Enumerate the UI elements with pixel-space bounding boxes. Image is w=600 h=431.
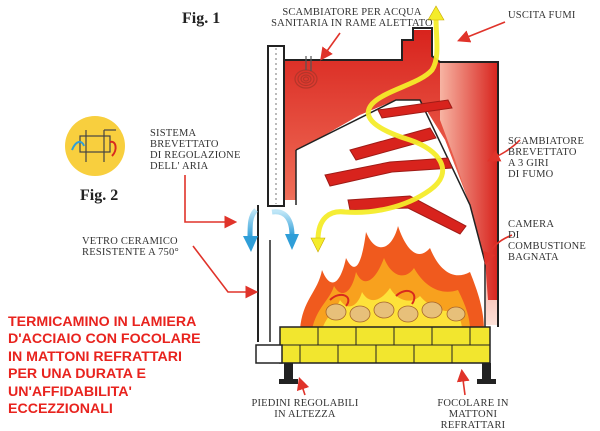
air-flow-arrows [243,208,299,252]
copper-coil [294,56,318,89]
label-patented-exchanger: SCAMBIATORE BREVETTATO A 3 GIRI DI FUMO [508,136,585,180]
label-adjustable-feet: PIEDINI REGOLABILI IN ALTEZZA [251,398,359,420]
smoke-flow-path [315,15,445,243]
air-regulation-emblem [65,116,125,176]
flow-down-arrow [310,237,326,253]
callout-arrows [184,21,521,396]
adjustable-feet [279,363,496,384]
label-brick-hearth: FOCOLARE IN MATTONI REFRATTARI [437,398,509,431]
product-claim: TERMICAMINO IN LAMIERA D'ACCIAIO CON FOC… [8,314,201,418]
label-water-exchanger: SCAMBIATORE PER ACQUA SANITARIA IN RAME … [271,7,433,29]
figure-1-title: Fig. 1 [182,10,221,27]
smoke-baffles [324,99,467,235]
label-ceramic-glass: VETRO CERAMICO RESISTENTE A 750° [82,236,179,258]
fire [300,226,484,330]
label-smoke-exit: USCITA FUMI [508,10,576,21]
label-air-system: SISTEMA BREVETTATO DI REGOLAZIONE DELL' … [150,128,241,172]
figure-2-title: Fig. 2 [80,187,119,204]
label-combustion-chamber: CAMERA DI COMBUSTIONE BAGNATA [508,219,587,263]
brick-hearth [255,326,491,364]
smoke-outlet-arrow [427,5,445,21]
